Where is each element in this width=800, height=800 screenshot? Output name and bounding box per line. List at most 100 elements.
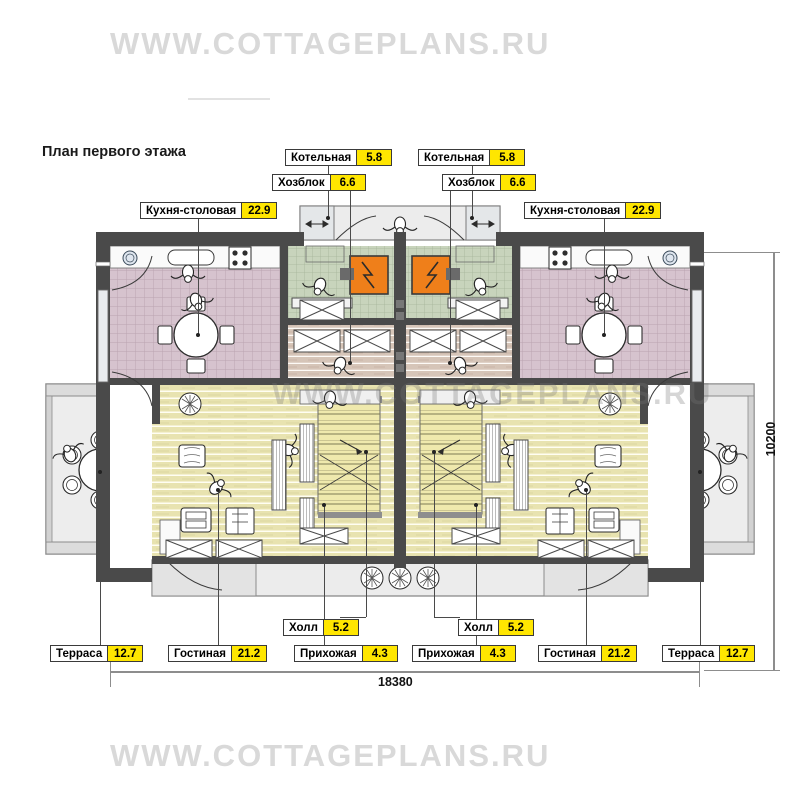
leader-entry-right xyxy=(476,505,477,645)
leader-dot xyxy=(98,470,102,474)
label-name: Прихожая xyxy=(418,647,475,660)
label-area: 5.2 xyxy=(497,620,533,635)
leader-dot xyxy=(602,333,606,337)
leader-dot xyxy=(326,216,330,220)
leader-dot xyxy=(448,361,452,365)
label-area: 6.6 xyxy=(499,175,535,190)
label-name: Котельная xyxy=(424,151,485,164)
leader-boiler-left xyxy=(328,166,329,218)
dimension-line-width xyxy=(110,671,700,673)
leader-dot xyxy=(474,503,478,507)
leader-dot xyxy=(432,450,436,454)
watermark-middle: WWW.COTTAGEPLANS.RU xyxy=(272,376,713,411)
label-name: Холл xyxy=(464,621,493,634)
utility-right-fittings xyxy=(409,329,507,381)
leader-entry-left xyxy=(324,505,325,645)
boiler-entries xyxy=(305,245,495,263)
label-area: 12.7 xyxy=(719,646,755,661)
label-hall-right: Холл 5.2 xyxy=(458,619,534,636)
label-living-right: Гостиная 21.2 xyxy=(538,645,637,662)
kitchen-right-fittings xyxy=(548,246,689,407)
label-name: Кухня-столовая xyxy=(530,204,621,217)
kitchen-left-fittings xyxy=(111,246,252,407)
staircase-left xyxy=(317,403,381,515)
boiler-room-right xyxy=(411,255,509,321)
watermark-underline xyxy=(188,98,270,100)
boiler-unit-right xyxy=(411,255,451,295)
leader-dot xyxy=(216,488,220,492)
leader-hall-left-v xyxy=(366,452,367,617)
label-living-left: Гостиная 21.2 xyxy=(168,645,267,662)
living-left-furniture xyxy=(159,392,287,555)
label-name: Котельная xyxy=(291,151,352,164)
label-boiler-left: Котельная 5.8 xyxy=(285,149,393,166)
label-kitchen-right: Кухня-столовая 22.9 xyxy=(524,202,662,219)
leader-kitchen-right xyxy=(604,219,605,335)
leader-dot xyxy=(584,488,588,492)
leader-living-right xyxy=(586,490,587,645)
leader-hall-right-v xyxy=(434,452,435,617)
label-area: 4.3 xyxy=(479,646,515,661)
label-kitchen-left: Кухня-столовая 22.9 xyxy=(140,202,278,219)
dimension-tick-top xyxy=(704,252,780,253)
dimension-line-height xyxy=(773,252,775,671)
hall-left-fittings xyxy=(277,388,381,543)
label-name: Холл xyxy=(289,621,318,634)
radiator-right xyxy=(485,423,501,483)
label-hall-left: Холл 5.2 xyxy=(283,619,359,636)
label-name: Терраса xyxy=(56,647,103,660)
leader-dot xyxy=(364,450,368,454)
watermark-top: WWW.COTTAGEPLANS.RU xyxy=(110,26,551,61)
label-utility-right: Хозблок 6.6 xyxy=(442,174,536,191)
dimension-height-value: 10200 xyxy=(764,421,778,457)
leader-hall-right-h xyxy=(434,617,460,618)
leader-kitchen-left xyxy=(198,219,199,335)
leader-utility-left xyxy=(350,191,351,363)
label-entry-left: Прихожая 4.3 xyxy=(294,645,398,662)
label-name: Прихожая xyxy=(300,647,357,660)
staircase-right xyxy=(419,403,483,515)
watermark-bottom: WWW.COTTAGEPLANS.RU xyxy=(110,738,551,773)
label-utility-left: Хозблок 6.6 xyxy=(272,174,366,191)
utility-left-fittings xyxy=(293,329,391,381)
dimension-tick-left xyxy=(110,655,111,687)
label-name: Гостиная xyxy=(174,647,226,660)
label-area: 6.6 xyxy=(329,175,365,190)
dimension-tick-bottom xyxy=(704,670,780,671)
label-name: Гостиная xyxy=(544,647,596,660)
label-name: Хозблок xyxy=(448,176,495,189)
radiator-left xyxy=(299,423,315,483)
leader-dot xyxy=(470,216,474,220)
leader-hall-left-h xyxy=(340,617,366,618)
label-area: 5.8 xyxy=(356,150,392,165)
label-area: 12.7 xyxy=(107,646,143,661)
dimension-tick-right xyxy=(699,655,700,687)
label-name: Кухня-столовая xyxy=(146,204,237,217)
label-area: 5.8 xyxy=(489,150,525,165)
label-area: 22.9 xyxy=(241,203,277,218)
windows xyxy=(95,261,705,383)
label-area: 21.2 xyxy=(230,646,266,661)
label-area: 5.2 xyxy=(322,620,358,635)
leader-dot xyxy=(698,470,702,474)
label-name: Хозблок xyxy=(278,176,325,189)
leader-terrace-left xyxy=(100,472,101,645)
label-terrace-right: Терраса 12.7 xyxy=(662,645,756,662)
label-entry-right: Прихожая 4.3 xyxy=(412,645,516,662)
label-name: Терраса xyxy=(668,647,715,660)
leader-boiler-right xyxy=(472,166,473,218)
dimension-width-value: 18380 xyxy=(378,675,413,689)
leader-dot xyxy=(196,333,200,337)
leader-terrace-right xyxy=(700,472,701,645)
label-area: 21.2 xyxy=(600,646,636,661)
leader-dot xyxy=(322,503,326,507)
leader-utility-right xyxy=(450,191,451,363)
label-area: 4.3 xyxy=(361,646,397,661)
leader-dot xyxy=(348,361,352,365)
label-area: 22.9 xyxy=(625,203,661,218)
boiler-room-left xyxy=(291,255,389,321)
label-boiler-right: Котельная 5.8 xyxy=(418,149,526,166)
leader-living-left xyxy=(218,490,219,645)
